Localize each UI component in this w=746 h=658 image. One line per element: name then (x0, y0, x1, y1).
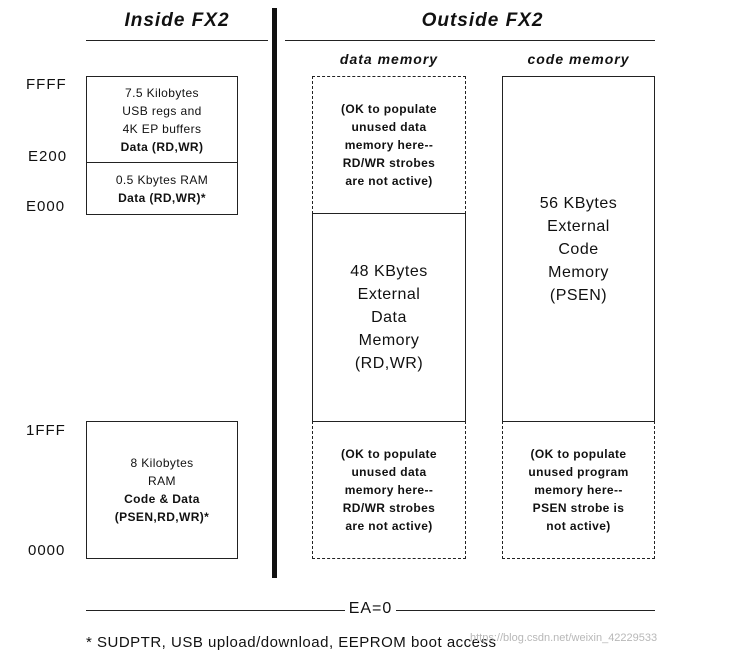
block-text-line: memory here-- (534, 483, 623, 497)
outside-header-rule (285, 40, 655, 41)
address-e000: E000 (26, 198, 66, 215)
block-text-line: unused data (351, 120, 427, 134)
unused-data-memory-lower-block: (OK to populate unused data memory here-… (312, 421, 466, 559)
block-text-line: 8 Kilobytes (130, 456, 194, 470)
usb-regs-ep-buffers-block: 7.5 Kilobytes USB regs and 4K EP buffers… (86, 76, 238, 163)
block-text-line: Data (371, 309, 407, 326)
block-text-line: 4K EP buffers (122, 121, 202, 136)
address-e200: E200 (28, 148, 68, 165)
block-access-label: Data (RD,WR) (120, 139, 204, 154)
block-text-line: External (547, 217, 610, 235)
external-code-memory-block: 56 KBytes External Code Memory (PSEN) (502, 76, 655, 422)
block-text-line: 7.5 Kilobytes (125, 85, 199, 100)
block-text-line: (PSEN) (549, 286, 608, 304)
block-text-line: (OK to populate (341, 102, 437, 116)
inside-fx2-header: Inside FX2 (124, 10, 230, 31)
address-1fff: 1FFF (26, 422, 66, 439)
address-ffff: FFFF (26, 76, 67, 93)
block-access-label: Data (RD,WR)* (118, 190, 206, 205)
block-access-label: Code & Data (124, 492, 200, 506)
block-text-line: External (357, 286, 421, 303)
external-data-memory-block: 48 KBytes External Data Memory (RD,WR) (312, 213, 466, 422)
block-text-line: (OK to populate (530, 447, 627, 461)
block-text-line: (RD,WR) (354, 355, 424, 372)
address-0000: 0000 (28, 542, 66, 559)
ea-label: EA=0 (344, 600, 397, 617)
data-memory-header: data memory (339, 51, 439, 67)
block-text-line: PSEN strobe is (532, 501, 625, 515)
block-text-line: Memory (358, 332, 420, 349)
block-text-line: memory here-- (344, 138, 434, 152)
block-text-line: (OK to populate (341, 447, 437, 461)
inside-outside-divider (272, 8, 277, 578)
block-access-label: (PSEN,RD,WR)* (114, 510, 210, 524)
block-text-line: 56 KBytes (539, 194, 618, 212)
block-text-line: unused program (528, 465, 629, 479)
code-memory-header: code memory (527, 51, 630, 67)
inside-header-rule (86, 40, 268, 41)
ea-label-wrap: EA=0 (86, 600, 655, 618)
unused-data-memory-upper-block: (OK to populate unused data memory here-… (312, 76, 466, 214)
block-text-line: 48 KBytes (350, 263, 428, 280)
block-text-line: Memory (548, 263, 609, 281)
unused-program-memory-block: (OK to populate unused program memory he… (502, 421, 655, 559)
block-text-line: are not active) (345, 174, 433, 188)
block-text-line: unused data (351, 465, 427, 479)
eight-k-ram-block: 8 Kilobytes RAM Code & Data (PSEN,RD,WR)… (86, 421, 238, 559)
block-text-line: USB regs and (122, 103, 202, 118)
block-text-line: RD/WR strobes (342, 501, 436, 515)
half-k-ram-block: 0.5 Kbytes RAM Data (RD,WR)* (86, 162, 238, 215)
block-text-line: 0.5 Kbytes RAM (115, 172, 209, 187)
block-text-line: Code (558, 240, 599, 258)
outside-fx2-header: Outside FX2 (421, 10, 544, 31)
block-text-line: not active) (546, 519, 611, 533)
footnote: * SUDPTR, USB upload/download, EEPROM bo… (86, 634, 497, 651)
block-text-line: RAM (148, 474, 176, 488)
watermark: https://blog.csdn.net/weixin_42229533 (470, 632, 658, 644)
block-text-line: memory here-- (344, 483, 434, 497)
block-text-line: RD/WR strobes (342, 156, 436, 170)
block-text-line: are not active) (345, 519, 433, 533)
